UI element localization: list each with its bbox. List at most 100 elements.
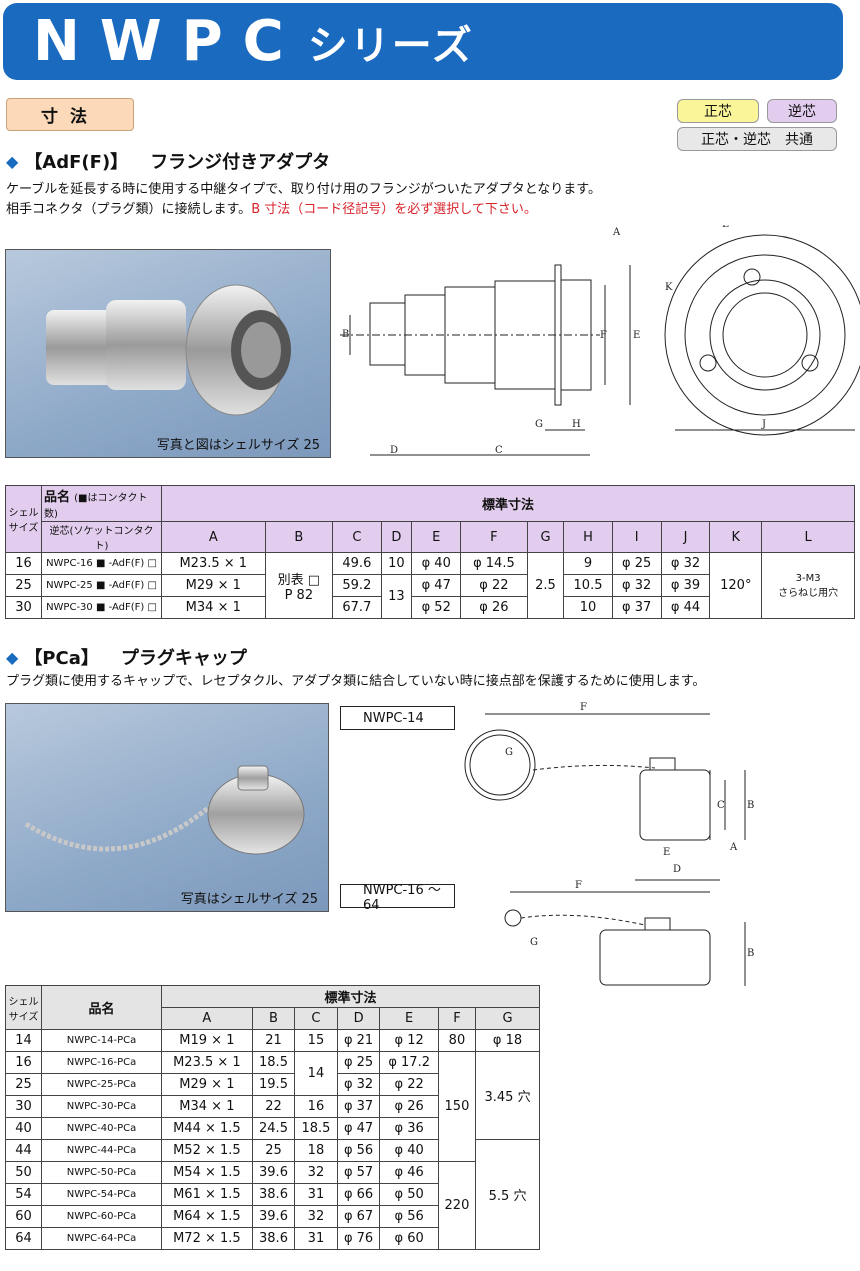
cell-G-merged-55: 5.5 穴 [475, 1139, 540, 1250]
cell-A: M54 × 1.5 [161, 1161, 253, 1184]
cell-B: 19.5 [251, 1073, 296, 1096]
table-row: 14 NWPC-14-PCa M19 × 1 21 15 φ 21 φ 12 8… [5, 1029, 540, 1052]
cell-G-merged: 2.5 [526, 552, 565, 619]
cell-D: φ 67 [336, 1205, 381, 1228]
cell-shell: 30 [5, 1095, 42, 1118]
cap-photo: 写真はシェルサイズ 25 [5, 703, 329, 912]
cell-B: 38.6 [251, 1227, 296, 1250]
cell-A: M52 × 1.5 [161, 1139, 253, 1162]
cell-H: 10 [563, 596, 613, 619]
cell-D: φ 25 [336, 1051, 381, 1074]
table-row: 16 NWPC-16-PCa M23.5 × 1 18.5 14 φ 25 φ … [5, 1051, 540, 1162]
svg-text:E: E [663, 847, 670, 858]
cell-shell: 25 [5, 574, 42, 597]
cell-E: φ 12 [379, 1029, 439, 1052]
svg-text:C: C [717, 800, 725, 811]
cell-C: 18.5 [294, 1117, 338, 1140]
cell-A: M61 × 1.5 [161, 1183, 253, 1206]
cell-shell: 30 [5, 596, 42, 619]
cell-C: 67.7 [332, 596, 382, 619]
cell-I: φ 25 [611, 552, 662, 575]
cell-C-merged: 14 [294, 1051, 338, 1096]
svg-text:D: D [390, 445, 398, 456]
cell-A: M29 × 1 [161, 574, 266, 597]
cell-J: φ 39 [660, 574, 711, 597]
cell-C: 32 [294, 1205, 338, 1228]
label-nwpc-14: NWPC-14 [340, 706, 455, 730]
svg-text:C: C [495, 445, 503, 456]
col-J: J [660, 521, 711, 553]
cell-A: M34 × 1 [161, 596, 266, 619]
badge-seishin: 正芯 [677, 99, 759, 123]
adf-spec-table: シェルサイズ 品名 (■はコンタクト数) 標準寸法 逆芯(ソケットコンタクト) … [5, 485, 855, 619]
diamond-icon: ◆ [6, 151, 19, 171]
cell-name: NWPC-40-PCa [41, 1117, 162, 1140]
cell-shell: 16 [5, 1051, 42, 1074]
cell-C: 31 [294, 1227, 338, 1250]
cell-C: 16 [294, 1095, 338, 1118]
section-adf-title: フランジ付きアダプタ [150, 152, 331, 173]
table-row: 16 NWPC-16 ■ -AdF(F) □ M23.5 × 1 別表 □P 8… [5, 552, 855, 619]
cell-B: 18.5 [251, 1051, 296, 1074]
cell-D: φ 76 [336, 1227, 381, 1250]
cell-F: φ 26 [460, 596, 528, 619]
col-F: F [460, 521, 528, 553]
cell-C: 49.6 [332, 552, 382, 575]
cell-D: φ 56 [336, 1139, 381, 1162]
cell-B: 39.6 [251, 1161, 296, 1184]
cell-B: 39.6 [251, 1205, 296, 1228]
cell-D: φ 32 [336, 1073, 381, 1096]
cell-name: NWPC-60-PCa [41, 1205, 162, 1228]
col-shell-size: シェルサイズ [5, 485, 42, 553]
cell-E: φ 36 [379, 1117, 439, 1140]
desc-line2-red: B 寸法（コード径記号）を必ず選択して下さい。 [251, 202, 537, 217]
col-shell-size: シェルサイズ [5, 985, 42, 1030]
cell-J: φ 44 [660, 596, 711, 619]
col-H: H [563, 521, 613, 553]
cell-shell: 50 [5, 1161, 42, 1184]
cell-E: φ 56 [379, 1205, 439, 1228]
cap-photo-caption: 写真はシェルサイズ 25 [180, 892, 318, 907]
svg-text:J: J [761, 419, 766, 430]
col-D: D [380, 521, 413, 553]
table-row: 25 NWPC-25-PCa M29 × 1 19.5 φ 32 φ 22 [5, 1073, 540, 1096]
cell-E: φ 40 [411, 552, 462, 575]
cell-name: NWPC-25-PCa [41, 1073, 162, 1096]
svg-text:B: B [342, 329, 349, 340]
col-C: C [294, 1007, 338, 1030]
series-subtitle: シリーズ [307, 22, 474, 69]
cap-photo-illustration [24, 765, 305, 855]
cell-name: NWPC-30 ■ -AdF(F) □ [41, 596, 162, 619]
pca-spec-table: シェルサイズ 品名 標準寸法 A B C D E F G 14 NWPC-14-… [5, 985, 540, 1250]
cell-shell: 60 [5, 1205, 42, 1228]
cell-C: 32 [294, 1161, 338, 1184]
cell-H: 10.5 [563, 574, 613, 597]
col-F: F [437, 1007, 477, 1030]
cell-D-merged: 13 [380, 574, 413, 619]
col-E: E [379, 1007, 439, 1030]
badge-common: 正芯・逆芯 共通 [677, 127, 837, 151]
cell-I: φ 32 [611, 574, 662, 597]
svg-text:G: G [535, 419, 543, 430]
table-row: 50 NWPC-50-PCa M54 × 1.5 39.6 32 φ 57 φ … [5, 1161, 540, 1250]
cell-C: 15 [294, 1029, 338, 1052]
cell-shell: 64 [5, 1227, 42, 1250]
col-A: A [161, 1007, 253, 1030]
col-K: K [709, 521, 763, 553]
col-standard-dims: 標準寸法 [161, 485, 855, 522]
cell-E: φ 52 [411, 596, 462, 619]
col-product-name: 品名 (■はコンタクト数) [41, 485, 162, 522]
svg-text:F: F [580, 702, 587, 713]
col-E: E [411, 521, 462, 553]
cell-name: NWPC-64-PCa [41, 1227, 162, 1250]
cell-shell: 54 [5, 1183, 42, 1206]
col-B: B [264, 521, 334, 553]
cell-A: M64 × 1.5 [161, 1205, 253, 1228]
cell-name: NWPC-30-PCa [41, 1095, 162, 1118]
section-pca-desc: プラグ類に使用するキャップで、レセプタクル、アダプタ類に結合していない時に接点部… [6, 674, 706, 689]
cell-D: φ 37 [336, 1095, 381, 1118]
col-G: G [526, 521, 565, 553]
col-G: G [475, 1007, 540, 1030]
svg-text:A: A [612, 227, 621, 238]
dimension-tab: 寸法 [6, 98, 134, 131]
